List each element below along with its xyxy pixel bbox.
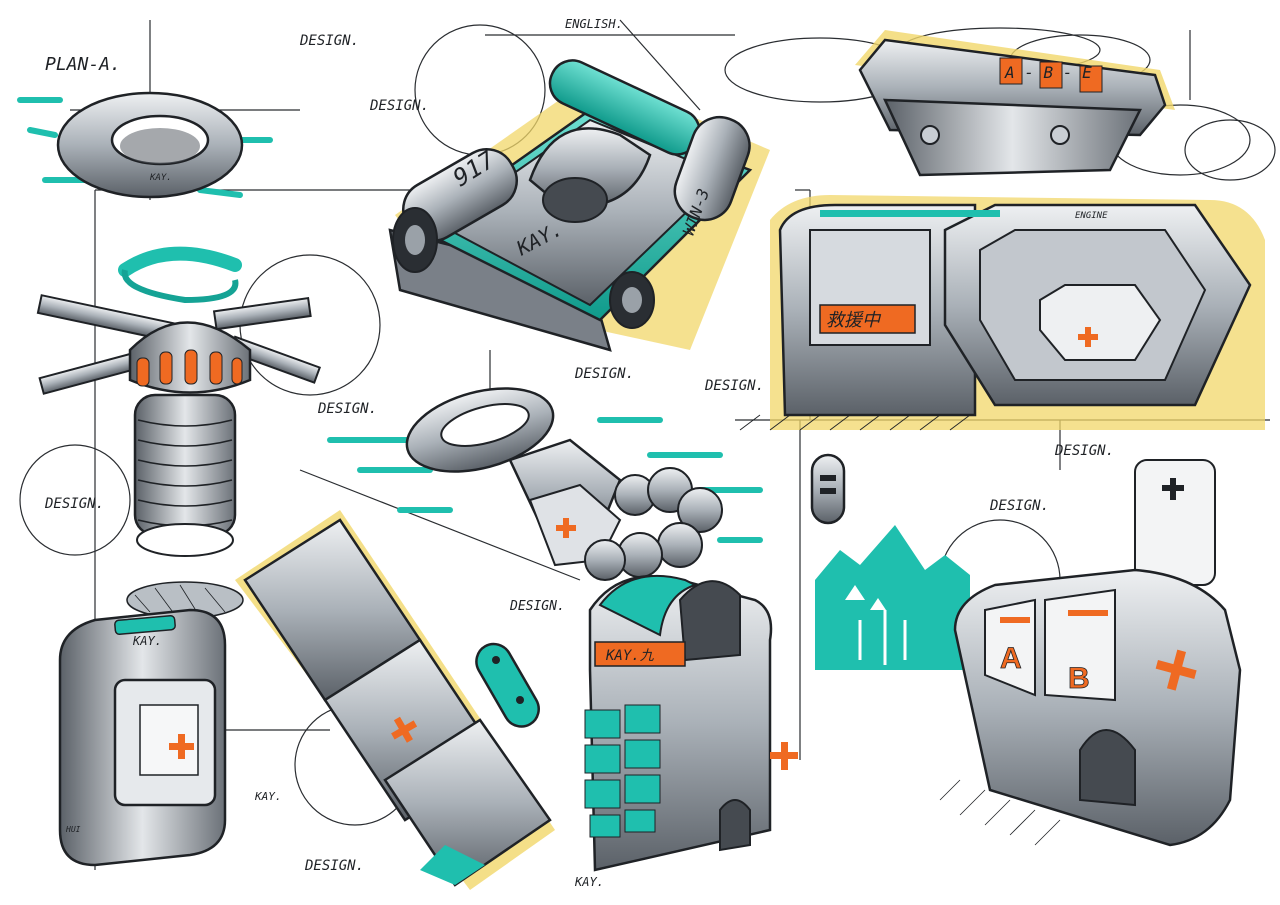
kay-label-box: KAY.	[254, 790, 282, 803]
abe-panel-text: A - B - E	[1004, 63, 1092, 82]
kiosk-sign-text: KAY.九	[605, 648, 655, 664]
raft-vehicle-sketch: 917 KAY. WIN-3	[388, 59, 770, 352]
capsule-tags	[475, 453, 846, 728]
english-label: ENGLISH.	[565, 17, 623, 31]
design-label-right2: DESIGN.	[989, 498, 1049, 514]
plan-label: PLAN-A.	[45, 54, 121, 75]
design-label-station: DESIGN.	[704, 378, 764, 394]
sketch-labels: PLAN-A. DESIGN. ENGLISH. DESIGN. DESIGN.…	[44, 17, 1114, 889]
design-label-center: DESIGN.	[574, 366, 634, 382]
design-label-top: DESIGN.	[299, 33, 359, 49]
design-label-left: DESIGN.	[317, 401, 377, 417]
design-label-mid: DESIGN.	[44, 496, 104, 512]
rescue-station-sketch: 救援中 ENGINE	[739, 195, 1265, 431]
mountain-scene	[815, 525, 970, 670]
design-label-kiosk: DESIGN.	[509, 599, 565, 614]
cube-a-text: A	[1000, 642, 1022, 675]
rescue-kiosk-sketch: KAY.九	[584, 574, 798, 872]
beacon-sketch	[36, 246, 322, 619]
rescue-slide-sketch	[235, 510, 555, 890]
hex-cube-sketch: A B	[939, 459, 1242, 847]
design-label-tl: DESIGN.	[369, 98, 429, 114]
engine-label-text: ENGINE	[1075, 211, 1108, 221]
life-ring-sketch: KAY.	[56, 91, 244, 199]
box-brand-text: KAY.	[132, 634, 162, 648]
station-sign-text: 救援中	[826, 310, 882, 331]
locker-box-sketch: KAY. HUI	[58, 608, 227, 867]
cube-b-text: B	[1068, 662, 1090, 695]
kay-label-bottom: KAY.	[574, 875, 604, 889]
drone-panel-sketch: A - B - E	[855, 30, 1175, 177]
box-side-text: HUI	[65, 825, 81, 834]
design-label-right: DESIGN.	[1054, 443, 1114, 459]
design-label-bottom: DESIGN.	[304, 858, 364, 874]
water-strokes	[17, 97, 763, 543]
ring-mark-text: KAY.	[149, 173, 172, 183]
claw-float-sketch	[405, 387, 723, 581]
